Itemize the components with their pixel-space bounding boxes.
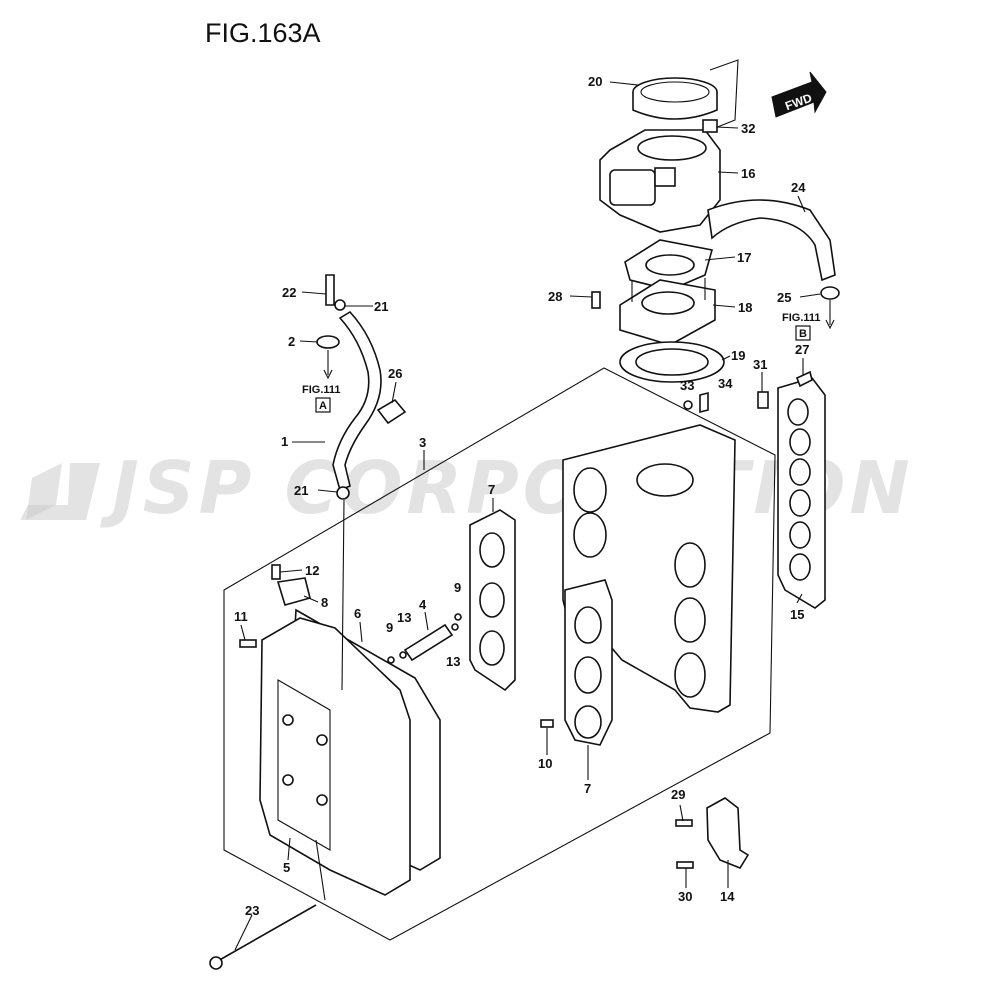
callout-27: 27 <box>795 342 809 357</box>
callout-26: 26 <box>388 366 402 381</box>
fig-ref-b-letter: B <box>799 328 807 340</box>
fig-reference-a: FIG.111 A <box>302 350 341 413</box>
gasket-15 <box>757 370 826 609</box>
callout-8: 8 <box>321 595 328 610</box>
callout-labels: 20 32 16 24 17 28 18 25 19 27 31 33 34 2… <box>234 74 809 918</box>
callout-1: 1 <box>281 434 288 449</box>
callout-9b: 9 <box>454 580 461 595</box>
hose-assembly <box>316 274 407 500</box>
callout-17: 17 <box>737 250 751 265</box>
bracket-14 <box>675 797 750 869</box>
callout-13b: 13 <box>446 654 460 669</box>
callout-31: 31 <box>753 357 767 372</box>
fig-ref-b-box <box>795 325 811 341</box>
callout-14: 14 <box>720 889 735 904</box>
long-bolt-23 <box>209 904 317 970</box>
callout-29: 29 <box>671 787 685 802</box>
fig-ref-b-label: FIG.111 <box>782 312 821 324</box>
callout-24: 24 <box>791 180 806 195</box>
callout-2: 2 <box>288 334 295 349</box>
figure-title: FIG.163A <box>205 18 321 48</box>
fig-ref-a-box <box>315 397 331 413</box>
callout-16: 16 <box>741 166 755 181</box>
callout-13a: 13 <box>397 610 411 625</box>
callout-21b: 21 <box>294 483 308 498</box>
arrow-down-icon <box>323 369 333 380</box>
callout-34: 34 <box>718 376 733 391</box>
leader-lines <box>234 81 821 951</box>
fig-ref-a-letter: A <box>319 400 327 412</box>
throttle-body-assembly <box>591 59 840 414</box>
part-27 <box>795 370 813 388</box>
callout-32: 32 <box>741 121 755 136</box>
callout-33: 33 <box>680 378 694 393</box>
callout-12: 12 <box>305 563 319 578</box>
callout-11: 11 <box>234 609 248 624</box>
callout-10: 10 <box>538 756 552 771</box>
callout-19: 19 <box>731 348 745 363</box>
callout-23: 23 <box>245 903 259 918</box>
callout-9a: 9 <box>386 620 393 635</box>
callout-7b: 7 <box>584 781 591 796</box>
intake-manifold <box>562 424 736 746</box>
callout-20: 20 <box>588 74 602 89</box>
callout-5: 5 <box>283 860 290 875</box>
fig-reference-b: FIG.111 B <box>782 300 835 341</box>
bolt-10 <box>540 719 554 728</box>
pipe-4 <box>387 613 462 664</box>
callout-28: 28 <box>548 289 562 304</box>
callout-21a: 21 <box>374 299 388 314</box>
callout-15: 15 <box>790 607 804 622</box>
fwd-arrow-icon: FWD <box>771 71 827 118</box>
gasket-7-upper <box>469 509 516 692</box>
watermark-logo-icon <box>20 463 100 520</box>
callout-4: 4 <box>419 597 427 612</box>
part-31 <box>757 391 769 409</box>
callout-30: 30 <box>678 889 692 904</box>
silencer-case <box>239 564 441 896</box>
callout-25: 25 <box>777 290 791 305</box>
arrow-down-icon <box>825 319 835 330</box>
callout-7a: 7 <box>488 482 495 497</box>
fig-ref-a-label: FIG.111 <box>302 384 341 396</box>
callout-22: 22 <box>282 285 296 300</box>
callout-6: 6 <box>354 606 361 621</box>
assembly-frame <box>223 367 776 941</box>
callout-3: 3 <box>419 435 426 450</box>
callout-18: 18 <box>738 300 752 315</box>
